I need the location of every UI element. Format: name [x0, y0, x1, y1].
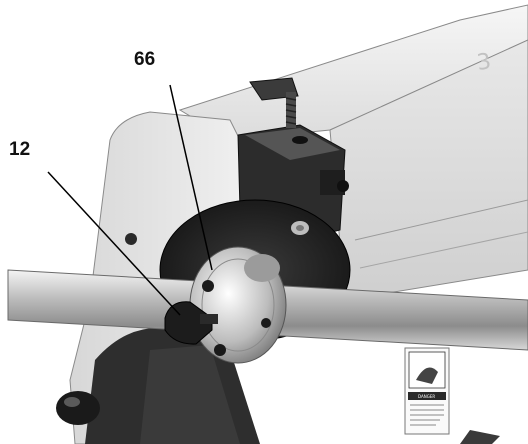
- danger-decal: DANGER: [404, 347, 450, 435]
- hub-bolt-2: [214, 344, 226, 356]
- decal-heading: DANGER: [418, 394, 435, 399]
- side-bolt: [125, 233, 137, 245]
- callout-66-leader: [169, 84, 213, 271]
- hub-bolt-1: [202, 280, 214, 292]
- callout-label-12: 12: [9, 139, 31, 160]
- callout-12-leader: [47, 171, 181, 316]
- lower-left-knob: [56, 391, 100, 425]
- svg-text:3: 3: [475, 49, 492, 76]
- callout-label-66: 66: [134, 49, 156, 70]
- hub-bolt-3: [261, 318, 271, 328]
